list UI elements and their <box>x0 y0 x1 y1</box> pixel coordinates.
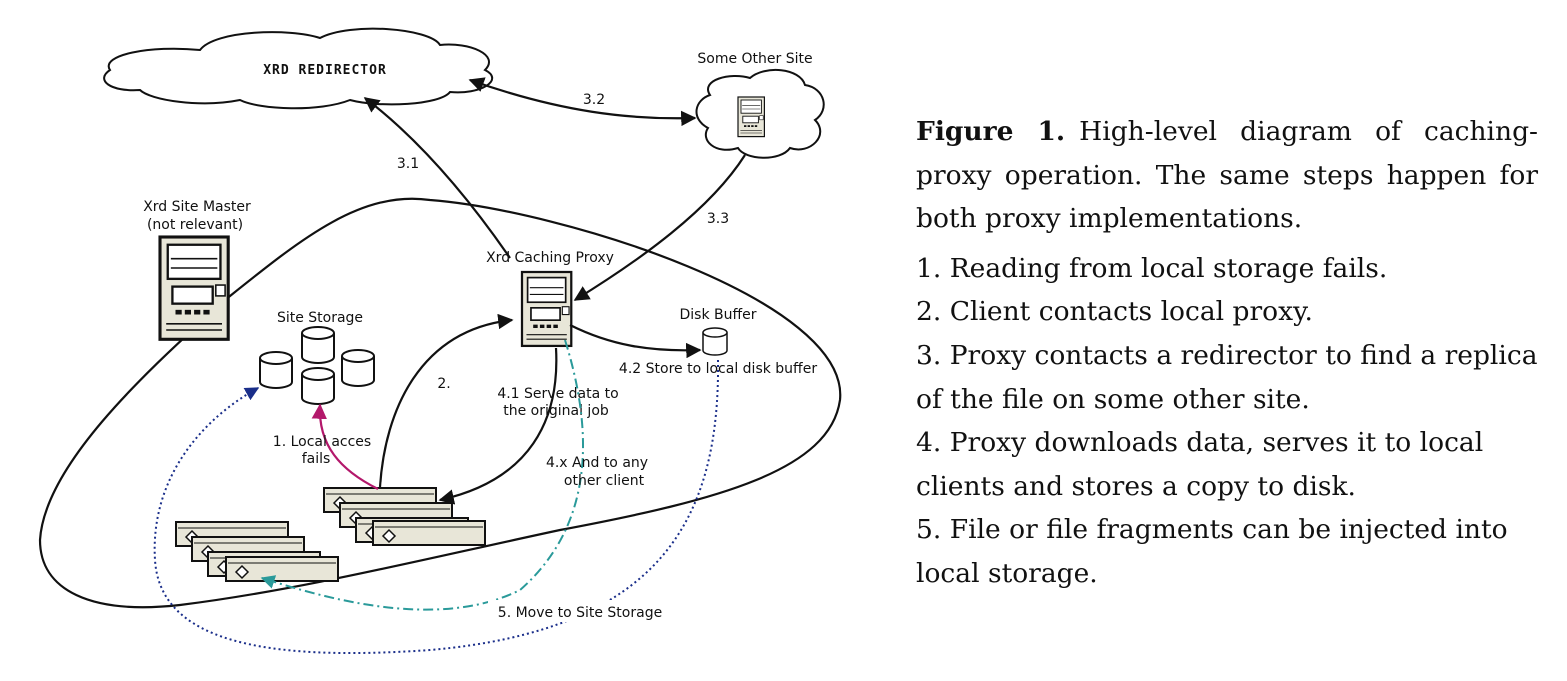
arrow-3-2 <box>468 77 697 127</box>
site-storage: Site Storage <box>259 310 375 405</box>
arrow-3-1 <box>363 97 511 259</box>
other-site-label: Some Other Site <box>697 51 812 67</box>
caching-proxy-label: Xrd Caching Proxy <box>486 250 614 266</box>
label-3-2: 3.2 <box>583 92 605 108</box>
label-2: 2. <box>437 376 450 392</box>
label-4-x: 4.x And to any <box>546 455 648 471</box>
arrow-3-3 <box>573 154 746 301</box>
arrow-4-x <box>260 339 584 611</box>
site-storage-label: Site Storage <box>277 310 363 326</box>
redirector-cloud: XRD REDIRECTOR <box>103 27 493 110</box>
disk-buffer: Disk Buffer <box>679 307 757 356</box>
label-4-1-b: the original job <box>503 403 609 419</box>
label-4-2: 4.2 Store to local disk buffer <box>619 361 817 377</box>
figure-label: Figure 1. <box>916 116 1066 147</box>
caption-heading: Figure 1.High-level diagram of caching-p… <box>916 110 1538 241</box>
arrow-4-1 <box>438 347 558 505</box>
caching-proxy-server: Xrd Caching Proxy <box>486 250 614 348</box>
arrow-4-2 <box>569 324 702 359</box>
arrow-1 <box>311 403 379 490</box>
label-4-x-b: other client <box>564 473 645 489</box>
site-master-label: Xrd Site Master <box>143 199 251 215</box>
cloud-label: XRD REDIRECTOR <box>263 63 387 78</box>
label-1: 1. Local acces <box>273 434 371 450</box>
label-4-1: 4.1 Serve data to <box>497 386 618 402</box>
arrow-5 <box>153 359 720 655</box>
client-rack-cluster <box>323 487 486 546</box>
caption-item-2: 2. Client contacts local proxy. <box>916 296 1313 328</box>
site-master-sublabel: (not relevant) <box>147 217 243 233</box>
arrow-2 <box>378 313 514 488</box>
caching-proxy-diagram: XRD REDIRECTOR Some Other Site Xrd Site … <box>38 27 842 655</box>
other-site-cloud: Some Other Site <box>695 51 825 159</box>
caption-item-5: 5. File or file fragments can be injecte… <box>916 514 1508 589</box>
label-3-3: 3.3 <box>707 211 729 227</box>
figure-text: High-level diagram of caching-proxy oper… <box>916 116 1539 235</box>
caption-item-1: 1. Reading from local storage fails. <box>916 252 1388 284</box>
client-rack-cluster-2 <box>175 521 339 582</box>
caption-item-3: 3. Proxy contacts a redirector to find a… <box>916 339 1538 415</box>
site-master-server: Xrd Site Master (not relevant) <box>143 199 251 341</box>
figure-caption: Figure 1.High-level diagram of caching-p… <box>916 110 1538 596</box>
label-1-b: fails <box>302 451 331 467</box>
caption-item-4: 4. Proxy downloads data, serves it to lo… <box>916 427 1484 502</box>
label-5: 5. Move to Site Storage <box>498 605 662 621</box>
site-boundary-loop <box>38 197 842 609</box>
label-3-1: 3.1 <box>397 156 419 172</box>
disk-buffer-label: Disk Buffer <box>679 307 756 323</box>
